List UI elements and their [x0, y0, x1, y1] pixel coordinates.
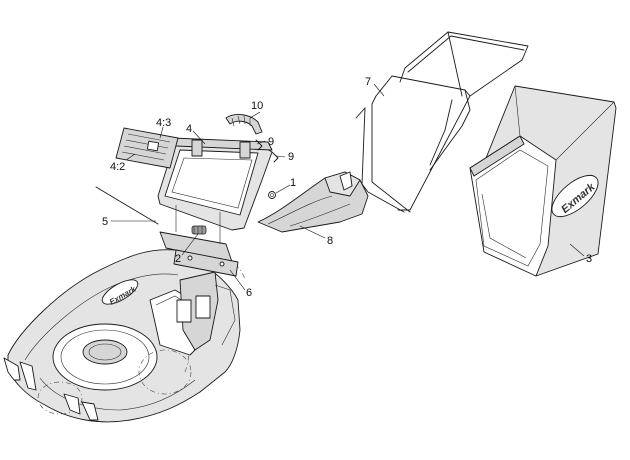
screws-part-9: [255, 139, 279, 163]
callout-2: 2: [175, 253, 181, 265]
chute-deflector-part-8: [257, 171, 369, 233]
callout-4-3: 4:3: [156, 117, 171, 129]
callout-9-lower: 9: [288, 151, 294, 163]
callout-1: 1: [290, 177, 296, 189]
callout-4-2: 4:2: [110, 161, 125, 173]
grass-bag-part-3: Exmark: [469, 85, 617, 277]
decal-label: [115, 127, 179, 169]
callout-labels: 10 4 4:3 4:2 9 9 1 5 2 6 8 7 3: [102, 76, 592, 299]
mower-deck: Exmark: [3, 249, 246, 423]
callout-7: 7: [365, 76, 371, 88]
nut-part-1: [268, 191, 276, 199]
callout-3: 3: [586, 253, 592, 265]
callout-10: 10: [251, 100, 263, 112]
callout-4: 4: [186, 123, 192, 135]
callout-9-upper: 9: [268, 136, 274, 148]
callout-6: 6: [246, 287, 252, 299]
rod-part-5: [95, 186, 159, 225]
bag-frame-part-7: [355, 31, 529, 213]
chute-door-part-4: [157, 137, 273, 277]
callout-8: 8: [327, 235, 333, 247]
leader-lines: [111, 83, 585, 291]
handle-grip-part-10: [225, 114, 263, 135]
callout-5: 5: [102, 216, 108, 228]
